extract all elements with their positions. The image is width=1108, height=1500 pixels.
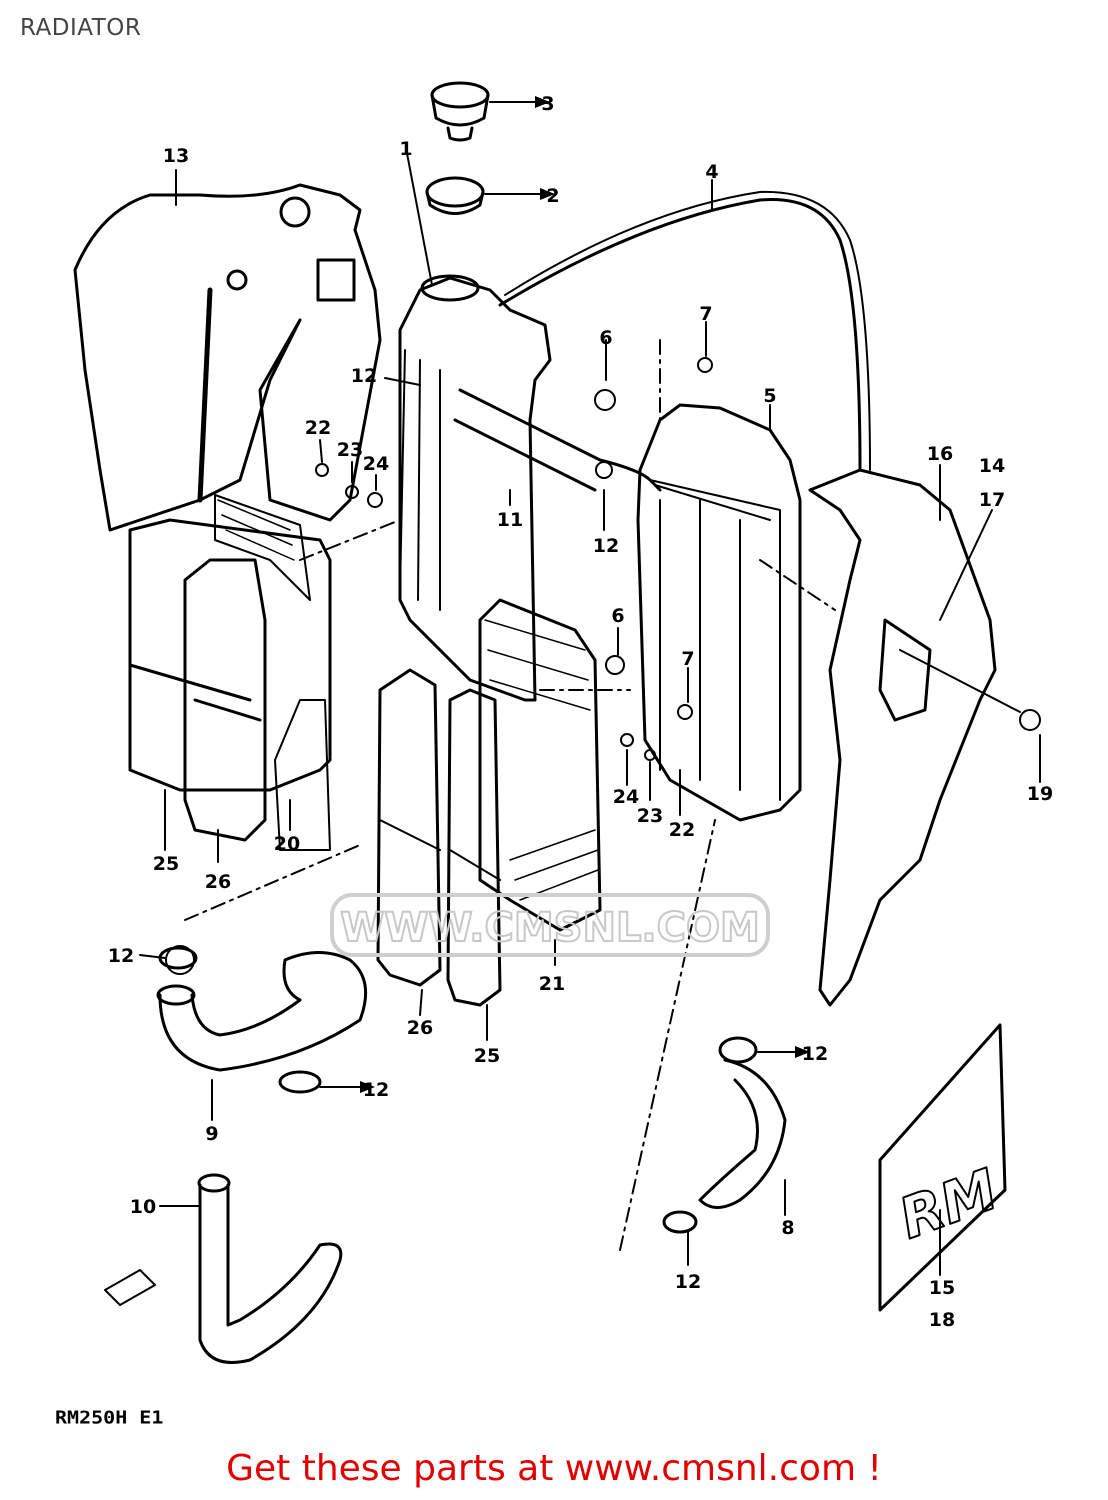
callout-16: 16 <box>927 443 953 465</box>
callout-26: 26 <box>205 871 231 893</box>
callout-15: 15 <box>929 1277 955 1299</box>
small-fasteners <box>165 357 1041 975</box>
watermark: WWW.CMSNL.COM <box>330 893 770 957</box>
part-middle-grille-set <box>376 598 602 1007</box>
callout-14: 14 <box>979 455 1005 477</box>
callout-12: 12 <box>675 1271 701 1293</box>
callout-21: 21 <box>539 973 565 995</box>
callout-26: 26 <box>407 1017 433 1039</box>
part-cap-seal <box>425 176 485 215</box>
part-radiator-left <box>398 274 662 702</box>
callout-24: 24 <box>613 786 639 808</box>
part-hose-10 <box>104 1173 343 1364</box>
callout-1: 1 <box>399 138 412 160</box>
callout-12: 12 <box>593 535 619 557</box>
part-right-shroud <box>808 468 997 1007</box>
callout-10: 10 <box>130 1196 156 1218</box>
callout-23: 23 <box>637 805 663 827</box>
part-hose-8 <box>662 1036 787 1234</box>
part-radiator-right <box>636 403 802 822</box>
callout-11: 11 <box>497 509 523 531</box>
callout-24: 24 <box>363 453 389 475</box>
part-cap-top <box>430 81 490 142</box>
part-hose-9 <box>156 946 368 1094</box>
get-parts-link[interactable]: Get these parts at www.cmsnl.com ! <box>226 1448 882 1489</box>
callout-22: 22 <box>669 819 695 841</box>
callout-19: 19 <box>1027 783 1053 805</box>
leader-lines <box>139 101 1041 1276</box>
callout-12: 12 <box>351 365 377 387</box>
part-left-grille-set <box>128 494 332 851</box>
callout-2: 2 <box>546 185 559 207</box>
part-left-shroud <box>73 183 382 532</box>
callout-9: 9 <box>205 1123 218 1145</box>
callout-7: 7 <box>699 303 712 325</box>
callout-25: 25 <box>153 853 179 875</box>
model-code: RM250H E1 <box>55 1406 164 1428</box>
callout-23: 23 <box>337 439 363 461</box>
arrowheads <box>360 96 810 1093</box>
callout-labels: 3214137651222232411121614176719242322202… <box>108 93 1053 1331</box>
page-title: RADIATOR <box>20 15 142 41</box>
part-overflow-hose <box>498 190 871 472</box>
callout-3: 3 <box>541 93 554 115</box>
callout-6: 6 <box>599 327 612 349</box>
callout-8: 8 <box>781 1217 794 1239</box>
callout-12: 12 <box>363 1079 389 1101</box>
callout-17: 17 <box>979 489 1005 511</box>
callout-13: 13 <box>163 145 189 167</box>
part-rm-decal: RM <box>878 1023 1007 1312</box>
callout-4: 4 <box>705 161 718 183</box>
callout-12: 12 <box>108 945 134 967</box>
callout-7: 7 <box>681 648 694 670</box>
callout-6: 6 <box>611 605 624 627</box>
callout-22: 22 <box>305 417 331 439</box>
callout-12: 12 <box>802 1043 828 1065</box>
callout-5: 5 <box>763 385 776 407</box>
svg-text:RM: RM <box>891 1157 1006 1252</box>
callout-18: 18 <box>929 1309 955 1331</box>
watermark-text: WWW.CMSNL.COM <box>340 905 760 951</box>
callout-20: 20 <box>274 833 300 855</box>
callout-25: 25 <box>474 1045 500 1067</box>
